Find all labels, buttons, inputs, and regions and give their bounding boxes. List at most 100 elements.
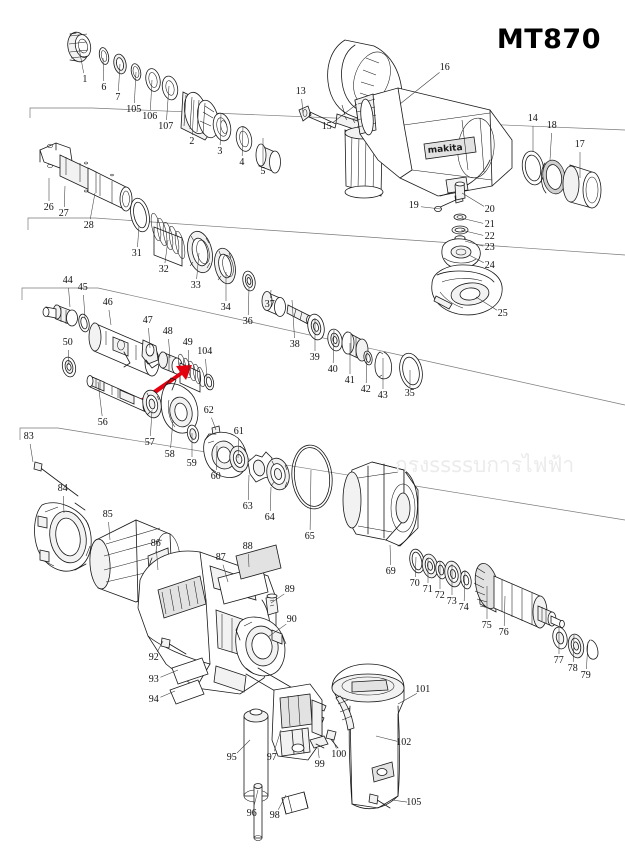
callout-leader [463,569,466,602]
part-47-rod-end [141,339,159,369]
part-25-crank-cover [431,264,503,316]
callout-number: 23 [484,242,495,253]
callout-number: 37 [264,299,275,310]
callout-leader [247,474,250,501]
part-83-screw-long [33,461,79,497]
callout-leader [108,521,111,541]
part-26-27-28-spindle [39,142,133,212]
callout-number: 44 [62,275,73,286]
site-watermark: กรงssssบการไฟฟ้า [395,453,575,477]
part-4-washer [235,126,253,152]
callout-number: 2 [189,136,195,147]
part-18-oring-seal [540,159,566,195]
svg-text:makita: makita [427,143,463,156]
callout-leader [572,634,575,663]
part-69-gear-housing [342,461,419,547]
callout-number: 13 [295,86,306,97]
callout-leader [68,287,71,308]
callout-number: 56 [97,417,108,428]
part-77-washer [552,626,568,650]
part-20-carbon-guide [454,181,466,201]
callout-leader [187,349,190,373]
part-42-oring [363,350,373,366]
part-16-crank-housing: makita [354,87,513,197]
callout-number: 93 [148,674,159,685]
callout-number: 26 [43,202,54,213]
callout-leader [219,112,222,146]
part-22-oring [451,225,469,235]
callout-leader-lines [29,47,589,810]
part-107-washer [161,75,179,101]
callout-number: 71 [422,584,433,595]
callout-number: 31 [131,248,142,259]
part-24-gear-mount [441,238,481,269]
callout-number: 95 [226,752,237,763]
callout-leader [389,544,392,566]
callout-number: 41 [344,375,355,386]
callout-number: 62 [203,405,214,416]
callout-leader [317,747,320,759]
callout-leader [108,309,112,326]
callout-number: 40 [327,364,338,375]
callout-number: 86 [150,538,161,549]
callout-leader [97,381,103,417]
callout-number: 107 [158,121,174,132]
callout-number: 65 [304,531,315,542]
part-95-tube [243,708,269,803]
callout-leader [196,252,200,280]
callout-leader [414,556,417,578]
callout-leader [237,438,240,459]
part-97-switch-assembly [271,683,323,761]
callout-leader [586,641,589,670]
callout-leader [273,729,282,752]
callout-number: 42 [360,384,371,395]
callout-leader [269,486,272,512]
callout-number: 48 [162,326,173,337]
part-35-oring-large [399,352,423,390]
callout-number: 46 [102,297,113,308]
callout-leader [391,799,408,803]
callout-number: 45 [77,282,88,293]
callout-leader [134,71,137,104]
callout-leader [375,735,398,742]
part-36-bearing [242,270,256,292]
callout-number: 90 [286,614,297,625]
callout-number: 74 [458,602,469,613]
callout-leader [215,445,218,471]
part-48-piston [158,351,183,375]
callout-number: 6 [101,82,107,93]
callout-number: 89 [284,584,295,595]
callout-number: 104 [197,346,213,357]
part-73-bearing [444,560,462,588]
part-64-bearing [266,457,290,491]
callout-number: 21 [484,219,495,230]
part-43-snap-ring [374,351,392,380]
callout-number: 99 [314,759,325,770]
callout-number: 63 [242,501,253,512]
callout-leader [464,240,484,247]
part-3-seal [212,112,232,142]
callout-leader [68,349,70,366]
callout-number: 106 [142,111,158,122]
callout-leader [166,85,170,121]
callout-number: 35 [404,388,415,399]
callout-number: 16 [439,62,450,73]
part-34-clutch-ring [214,247,236,285]
callout-number: 94 [148,694,159,705]
callout-number: 84 [57,483,68,494]
callout-number: 85 [102,509,113,520]
part-88-nameplate [235,544,282,580]
callout-number: 72 [434,590,445,601]
part-44-striker [42,304,78,327]
part-32-spring [150,213,186,267]
callout-number: 3 [217,146,223,157]
callout-number: 76 [498,627,509,638]
callout-number: 100 [331,749,347,760]
callout-leader [460,229,484,236]
callout-leader [192,99,195,136]
callout-leader [89,192,96,220]
part-79-clip [586,639,599,660]
callout-number: 39 [309,352,320,363]
section-divider-4 [19,427,625,521]
callout-leader [247,287,250,316]
